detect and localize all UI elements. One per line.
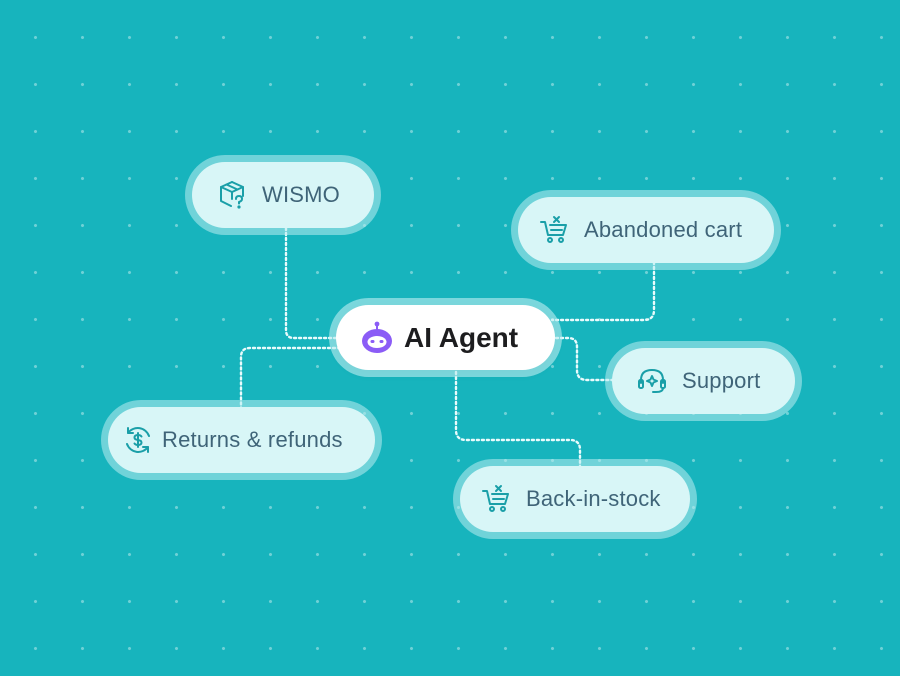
node-abandoned-cart[interactable]: Abandoned cart	[518, 197, 774, 263]
headset-sparkle-icon	[636, 365, 668, 397]
node-returns-refunds-label: Returns & refunds	[162, 427, 343, 452]
ai-agent-label: AI Agent	[404, 321, 519, 353]
connector-returns	[239, 346, 347, 412]
cart-x-icon	[480, 483, 512, 515]
ai-agent-node[interactable]: AI Agent	[336, 305, 555, 370]
node-abandoned-cart-label: Abandoned cart	[584, 217, 743, 242]
dollar-refresh-icon	[122, 424, 154, 456]
package-question-icon	[216, 179, 248, 211]
node-wismo[interactable]: WISMO	[192, 162, 374, 228]
node-back-in-stock-label: Back-in-stock	[526, 486, 661, 511]
node-wismo-label: WISMO	[262, 182, 340, 207]
connector-back-in-stock	[454, 370, 582, 468]
connector-abandoned-cart	[550, 260, 656, 322]
node-support[interactable]: Support	[612, 348, 795, 414]
connector-support	[554, 336, 618, 382]
node-returns-refunds[interactable]: Returns & refunds	[108, 407, 375, 473]
connector-wismo	[284, 226, 342, 340]
node-support-label: Support	[682, 368, 761, 393]
cart-x-icon	[538, 214, 570, 246]
robot-icon	[356, 317, 398, 359]
node-back-in-stock[interactable]: Back-in-stock	[460, 466, 690, 532]
